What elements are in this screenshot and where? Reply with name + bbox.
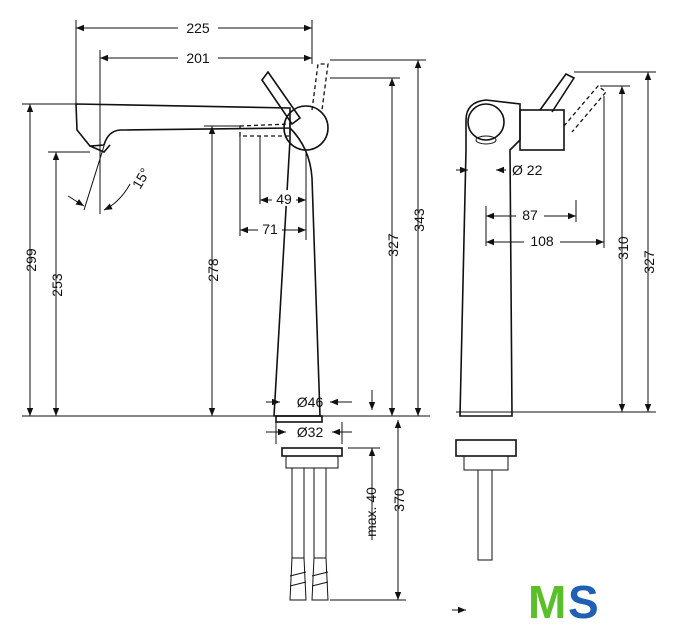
brand-logo: M S (528, 576, 599, 628)
front-view (75, 63, 343, 601)
side-lever-housing (519, 109, 565, 151)
logo-letter-m: M (528, 576, 566, 628)
dim-299: 299 (23, 248, 39, 272)
front-dimensions: 225 201 299 253 15° 278 49 71 (22, 18, 430, 601)
mounting-nut (281, 447, 343, 457)
dim-225: 225 (186, 20, 210, 36)
dim-87: 87 (522, 207, 538, 223)
faucet-body (273, 126, 321, 417)
dim-327-side: 327 (641, 250, 657, 274)
supply-hoses (289, 467, 329, 601)
dim-108: 108 (530, 233, 554, 249)
dim-278: 278 (205, 258, 221, 282)
dim-49: 49 (276, 191, 292, 207)
side-body (459, 99, 521, 417)
dim-diameter-32: Ø32 (297, 424, 324, 440)
logo-letter-s: S (568, 576, 599, 628)
dim-310: 310 (615, 236, 631, 260)
dim-327-front: 327 (385, 233, 401, 257)
dim-diameter-22: Ø 22 (512, 162, 543, 178)
dim-370: 370 (391, 488, 407, 512)
faucet-base (275, 415, 323, 423)
side-dimensions: Ø 22 87 108 310 327 (452, 71, 657, 614)
dim-253: 253 (49, 273, 65, 297)
dim-343: 343 (411, 208, 427, 232)
side-mounting-nut (455, 439, 517, 457)
side-hose (477, 469, 493, 561)
dim-diameter-46: Ø46 (297, 394, 324, 410)
side-spout (467, 103, 505, 141)
dim-max-40: max. 40 (363, 487, 379, 537)
dim-201: 201 (186, 50, 210, 66)
lever-handle (261, 70, 302, 126)
faucet-spout (75, 103, 291, 147)
dim-71: 71 (262, 221, 278, 237)
side-view (455, 72, 607, 561)
dim-15deg: 15° (129, 165, 153, 191)
